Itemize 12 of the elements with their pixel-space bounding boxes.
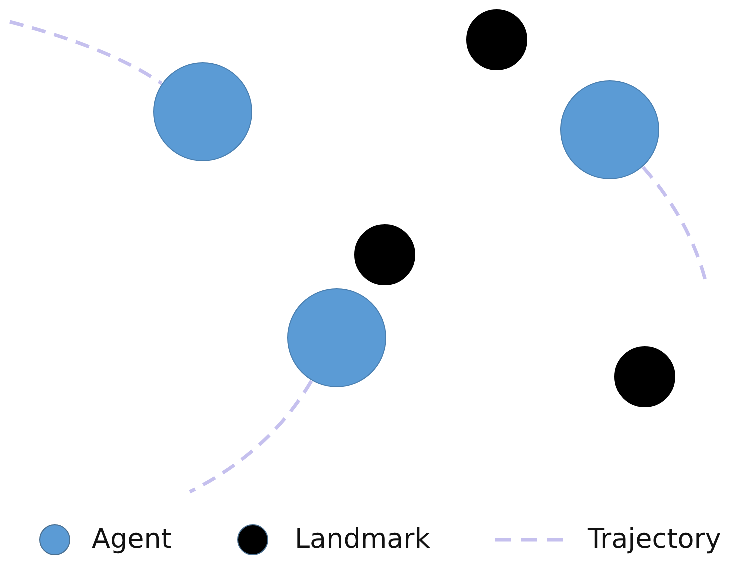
trajectory-line [10,20,163,86]
trajectory-line [189,380,314,494]
legend-label: Agent [92,524,172,556]
landmark-circle [354,224,416,286]
agent-circle [153,62,253,162]
legend-label: Landmark [295,524,430,556]
landmark-circle [466,9,528,71]
legend-label: Trajectory [588,524,722,556]
agent-circle [287,288,387,388]
agent-circle [560,80,660,180]
trajectory-line [642,166,708,282]
landmark-circle [614,346,676,408]
